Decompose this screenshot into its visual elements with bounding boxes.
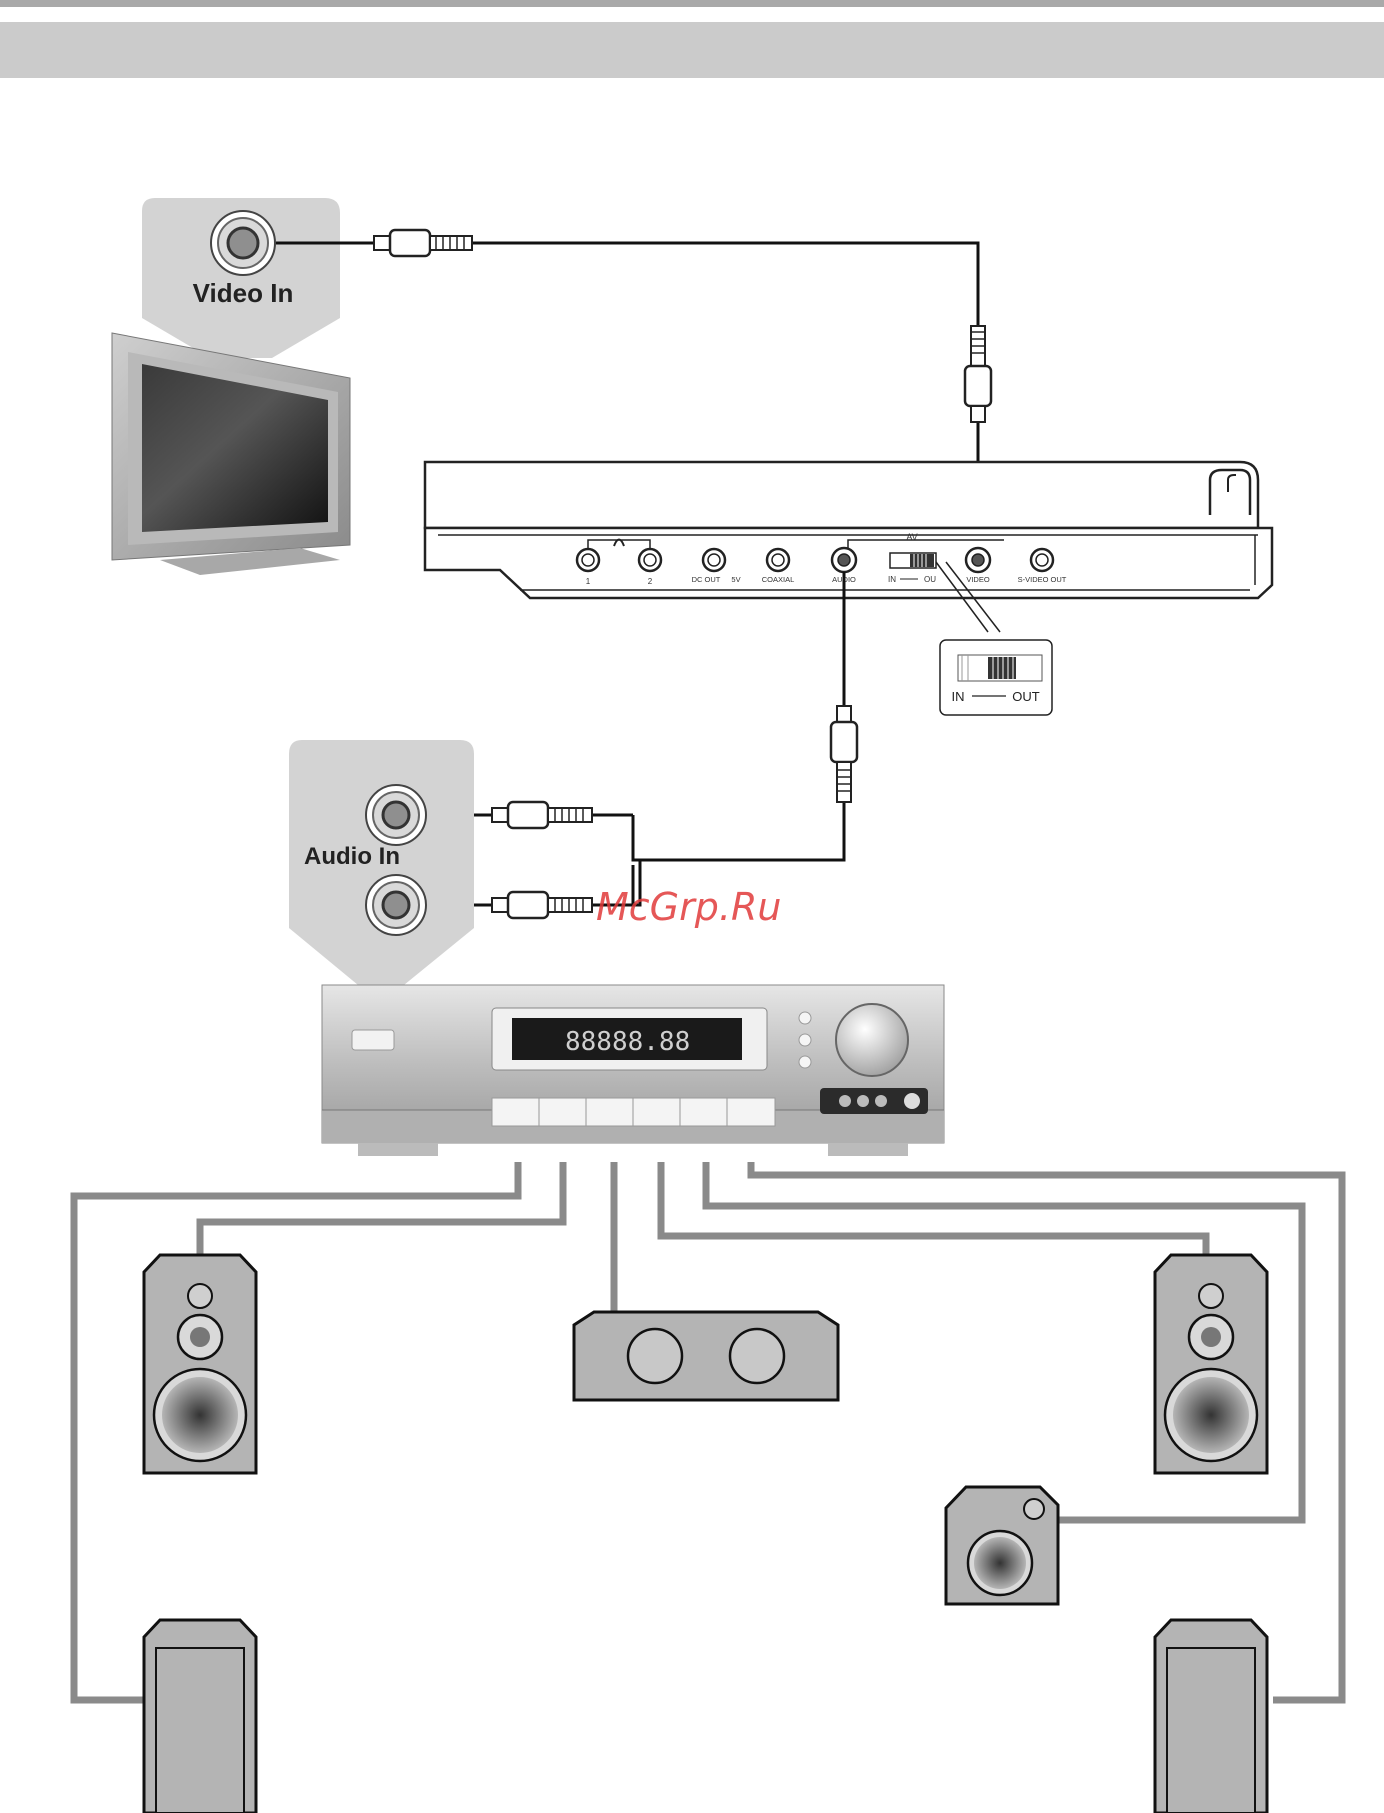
switch-detail-out: OUT xyxy=(1012,689,1040,704)
video-in-label: Video In xyxy=(193,278,294,308)
audio-in-label: Audio In xyxy=(304,843,400,870)
receiver-button-row xyxy=(492,1098,775,1126)
receiver-power-button xyxy=(352,1030,394,1050)
audio-in-jack-left xyxy=(366,785,426,845)
audio-cable xyxy=(414,572,857,918)
av-receiver: 88888.88 xyxy=(322,985,944,1156)
av-in-out-switch: IN OU xyxy=(888,553,936,584)
video-jack-label: VIDEO xyxy=(966,575,990,584)
receiver-foot-left xyxy=(358,1143,438,1156)
speaker-wires xyxy=(74,1162,1342,1700)
switch-in-label: IN xyxy=(888,575,896,584)
headphone-jack-1-label: 1 xyxy=(586,577,591,586)
receiver-led-2 xyxy=(799,1034,811,1046)
switch-detail-in: IN xyxy=(952,689,965,704)
headphone-jack-2-label: 2 xyxy=(648,577,653,586)
video-in-jack xyxy=(211,211,275,275)
receiver-led-1 xyxy=(799,1012,811,1024)
wire-rear-left xyxy=(74,1162,518,1700)
audio-plug-player-end xyxy=(831,706,857,802)
speaker-front-left xyxy=(144,1255,256,1473)
speaker-front-right xyxy=(1155,1255,1267,1473)
dvd-player: 1 2 DC OUT 5V COAXIAL AV AUDIO IN OU xyxy=(425,462,1272,598)
dc-out-voltage: 5V xyxy=(731,575,740,584)
television xyxy=(112,333,350,575)
header-top-line xyxy=(0,0,1384,7)
audio-plug-left xyxy=(492,802,592,828)
video-plug-tv-end xyxy=(374,230,472,256)
switch-out-label: OU xyxy=(924,575,936,584)
audio-plug-right xyxy=(492,892,592,918)
video-plug-player-end xyxy=(965,326,991,422)
header-band xyxy=(0,22,1384,78)
speaker-rear-right xyxy=(1155,1620,1267,1813)
receiver-audio-in-callout: Audio In xyxy=(289,740,474,985)
av-label: AV xyxy=(906,532,917,542)
s-video-out-label: S-VIDEO OUT xyxy=(1018,575,1067,584)
speaker-subwoofer xyxy=(946,1487,1058,1604)
receiver-foot-right xyxy=(828,1143,908,1156)
audio-in-jack-right xyxy=(366,875,426,935)
receiver-led-3 xyxy=(799,1056,811,1068)
tv-video-in-callout: Video In xyxy=(142,198,340,358)
coaxial-label: COAXIAL xyxy=(762,575,795,584)
watermark: McGrp.Ru xyxy=(596,885,781,929)
dc-out-label: DC OUT xyxy=(692,575,721,584)
wire-front-left xyxy=(200,1162,563,1255)
receiver-volume-knob xyxy=(836,1004,908,1076)
speaker-rear-left xyxy=(144,1620,256,1813)
speaker-center xyxy=(574,1312,838,1400)
receiver-display-segments: 88888.88 xyxy=(565,1027,690,1057)
